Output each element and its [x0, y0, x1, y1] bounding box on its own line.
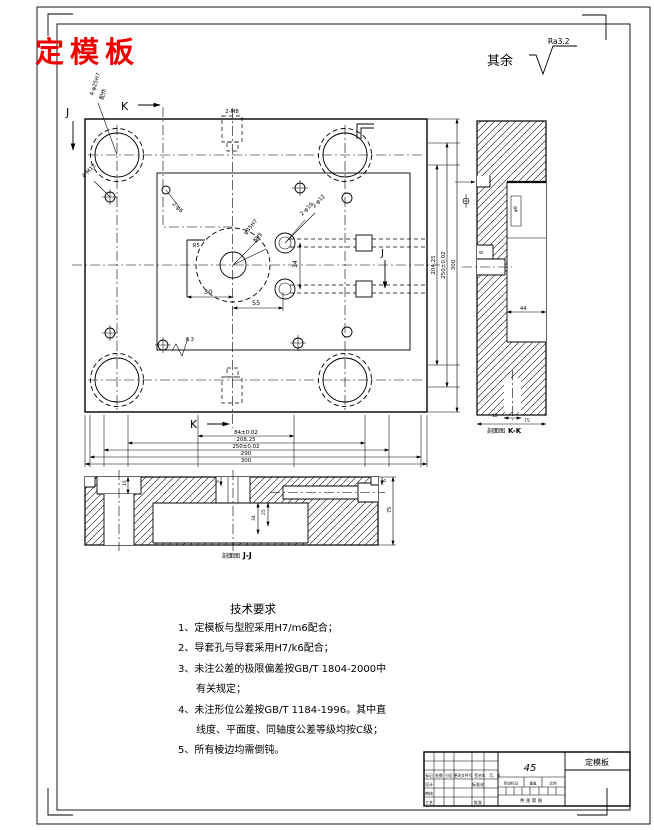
tb-header-mark: 标记	[425, 773, 433, 778]
tb-weight-label: 重量	[529, 781, 537, 786]
tech-line-3: 3、未注公差的极限偏差按GB/T 1804-2000中	[178, 662, 386, 675]
tb-header-count: 处数	[435, 773, 443, 778]
tb-header-docno: 更改文件号	[454, 773, 473, 778]
dim-55: 55	[252, 299, 260, 307]
tech-line-3b: 有关规定；	[196, 682, 246, 695]
dim-right-1: 204.25	[431, 255, 437, 275]
dim-bottom-5: 300	[241, 458, 252, 464]
slot-bottom	[221, 367, 243, 404]
dim-34: 34	[292, 260, 299, 268]
dim-bottom-4: 290	[241, 451, 252, 457]
kk-caption-prefix: 剖面图	[487, 427, 505, 435]
technical-requirements: 技术要求 1、定模板与型腔采用H7/m6配合； 2、导套孔与导套采用H7/k6配…	[178, 602, 386, 756]
dim-30: 30	[204, 288, 212, 296]
guide-hole-bottom-right	[318, 353, 372, 407]
water-channel-lower	[274, 278, 427, 300]
slot-top	[221, 115, 243, 152]
water-label-2: 2-φ12	[311, 194, 327, 210]
radius-label: R5	[193, 243, 200, 249]
guide-hole-top-right	[318, 128, 372, 182]
tb-part-name: 定模板	[585, 757, 609, 767]
dim-right-2: 250±0.02	[441, 251, 447, 278]
dim-bottom-1: 84±0.02	[234, 430, 258, 436]
kk-dim-12: 12	[492, 413, 498, 419]
tb-approve-label: 批准	[474, 799, 482, 805]
bottom-dimensions: 84±0.02 208.25 250±0.02 290 300	[84, 415, 428, 467]
kk-dim-75: 75	[524, 418, 530, 424]
tech-line-2: 2、导套孔与导套采用H7/k6配合；	[178, 641, 334, 654]
main-view: 2-M8 4-φ25H7 配作 4-M12 2-φ6 φ35H7 配作 2-φ1…	[65, 72, 460, 467]
jj-dim-6: 6	[382, 479, 388, 482]
guide-fit-label: 配作	[97, 87, 108, 100]
guide-hole-top-left	[90, 128, 144, 182]
jj-caption-prefix: 剖面图	[222, 552, 240, 560]
roughness-prefix-label: 其余	[487, 53, 513, 69]
tb-stage-label: 阶段标记	[504, 781, 519, 786]
section-k-label: K	[121, 100, 129, 113]
center-hole	[186, 227, 271, 303]
dim-right-3: 300	[451, 259, 457, 270]
tech-line-4: 4、未注形位公差按GB/T 1184-1996。其中直	[178, 703, 386, 716]
tb-material-value: 45	[524, 763, 537, 774]
jj-caption: J-J	[242, 551, 252, 560]
roughness-note: 其余 Ra3.2	[487, 37, 577, 76]
tb-header-zone: 分区	[445, 773, 453, 778]
tech-line-4b: 线度、平面度、同轴度公差等级均按C级；	[196, 723, 383, 736]
tb-header-sign: 签名	[474, 773, 482, 778]
roughness-value-label: Ra3.2	[548, 37, 570, 46]
water-channel-upper	[274, 232, 427, 254]
frame-corner-mark	[47, 13, 73, 36]
roughness-spot-icon	[171, 337, 189, 357]
dim-bottom-2: 208.25	[236, 437, 256, 443]
screw-label: 4-M12	[81, 163, 97, 179]
kk-caption: K-K	[508, 427, 522, 435]
tb-scale-label: 比例	[549, 781, 557, 786]
page-title: 定模板	[35, 35, 140, 69]
frame-corner-mark	[577, 788, 608, 816]
kk-dim-phi8: φ8	[513, 206, 519, 212]
kk-dim-44: 44	[520, 306, 526, 312]
tech-line-5: 5、所有棱边均需倒钝。	[178, 743, 284, 756]
frame-corner-mark	[582, 14, 607, 40]
roughness-symbol-icon	[529, 45, 577, 76]
jj-dim-75: 75	[387, 507, 393, 513]
screw-holes	[102, 180, 353, 353]
jj-dim-5: 5	[215, 480, 221, 483]
roughness-spot-label: 6.3	[186, 337, 194, 343]
section-view-jj: 15 5 25 34 6 75 剖面图 J-J	[84, 470, 396, 560]
section-k-label-bottom: K	[190, 418, 198, 431]
insert-corner-mark	[356, 123, 374, 139]
leader-labels: 4-φ25H7 配作 4-M12 2-φ6 φ35H7 配作 2-φ10 2-φ…	[81, 72, 327, 357]
jj-dim-25: 25	[261, 509, 267, 515]
tb-std-label: 标准化	[472, 781, 484, 787]
tb-header-date: 年、月、日	[482, 773, 501, 778]
section-cut-line-k	[162, 107, 233, 228]
guide-hole-bottom-left	[90, 353, 144, 407]
sheet-frame	[36, 6, 651, 825]
inner-dimensions: 30 55 34	[186, 242, 302, 311]
section-j-label-right: J	[380, 248, 384, 259]
slot-label: 2-M8	[225, 109, 239, 115]
tech-line-1: 1、定模板与型腔采用H7/m6配合；	[178, 621, 338, 634]
kk-dim-6: 6	[479, 251, 485, 254]
tb-craft-label: 工艺	[425, 800, 433, 805]
right-dimensions: 204.25 250±0.02 300	[428, 118, 460, 413]
center-hole-label: φ35H7	[243, 218, 260, 236]
dim-bottom-3: 250±0.02	[232, 444, 259, 450]
tech-title: 技术要求	[230, 602, 276, 616]
tb-design-label: 设计	[425, 781, 433, 787]
section-j-label: J	[65, 106, 69, 119]
frame-corner-mark	[47, 788, 73, 816]
jj-dim-15: 15	[122, 480, 128, 486]
section-view-kk: 6 φ8 44 12 75 剖面图 K-K	[455, 120, 547, 435]
section-arrows: J K J K	[65, 100, 388, 431]
title-block: 标记 处数 分区 更改文件号 签名 年、月、日 设计 标准化 审核 工艺 批准 …	[423, 751, 631, 807]
pin-label: 2-φ6	[171, 201, 185, 215]
tb-check-label: 审核	[425, 790, 433, 796]
tb-sheets-label: 共 张 第 张	[520, 797, 543, 804]
jj-dim-34: 34	[251, 515, 257, 521]
center-fit-label: 配作	[251, 230, 265, 244]
